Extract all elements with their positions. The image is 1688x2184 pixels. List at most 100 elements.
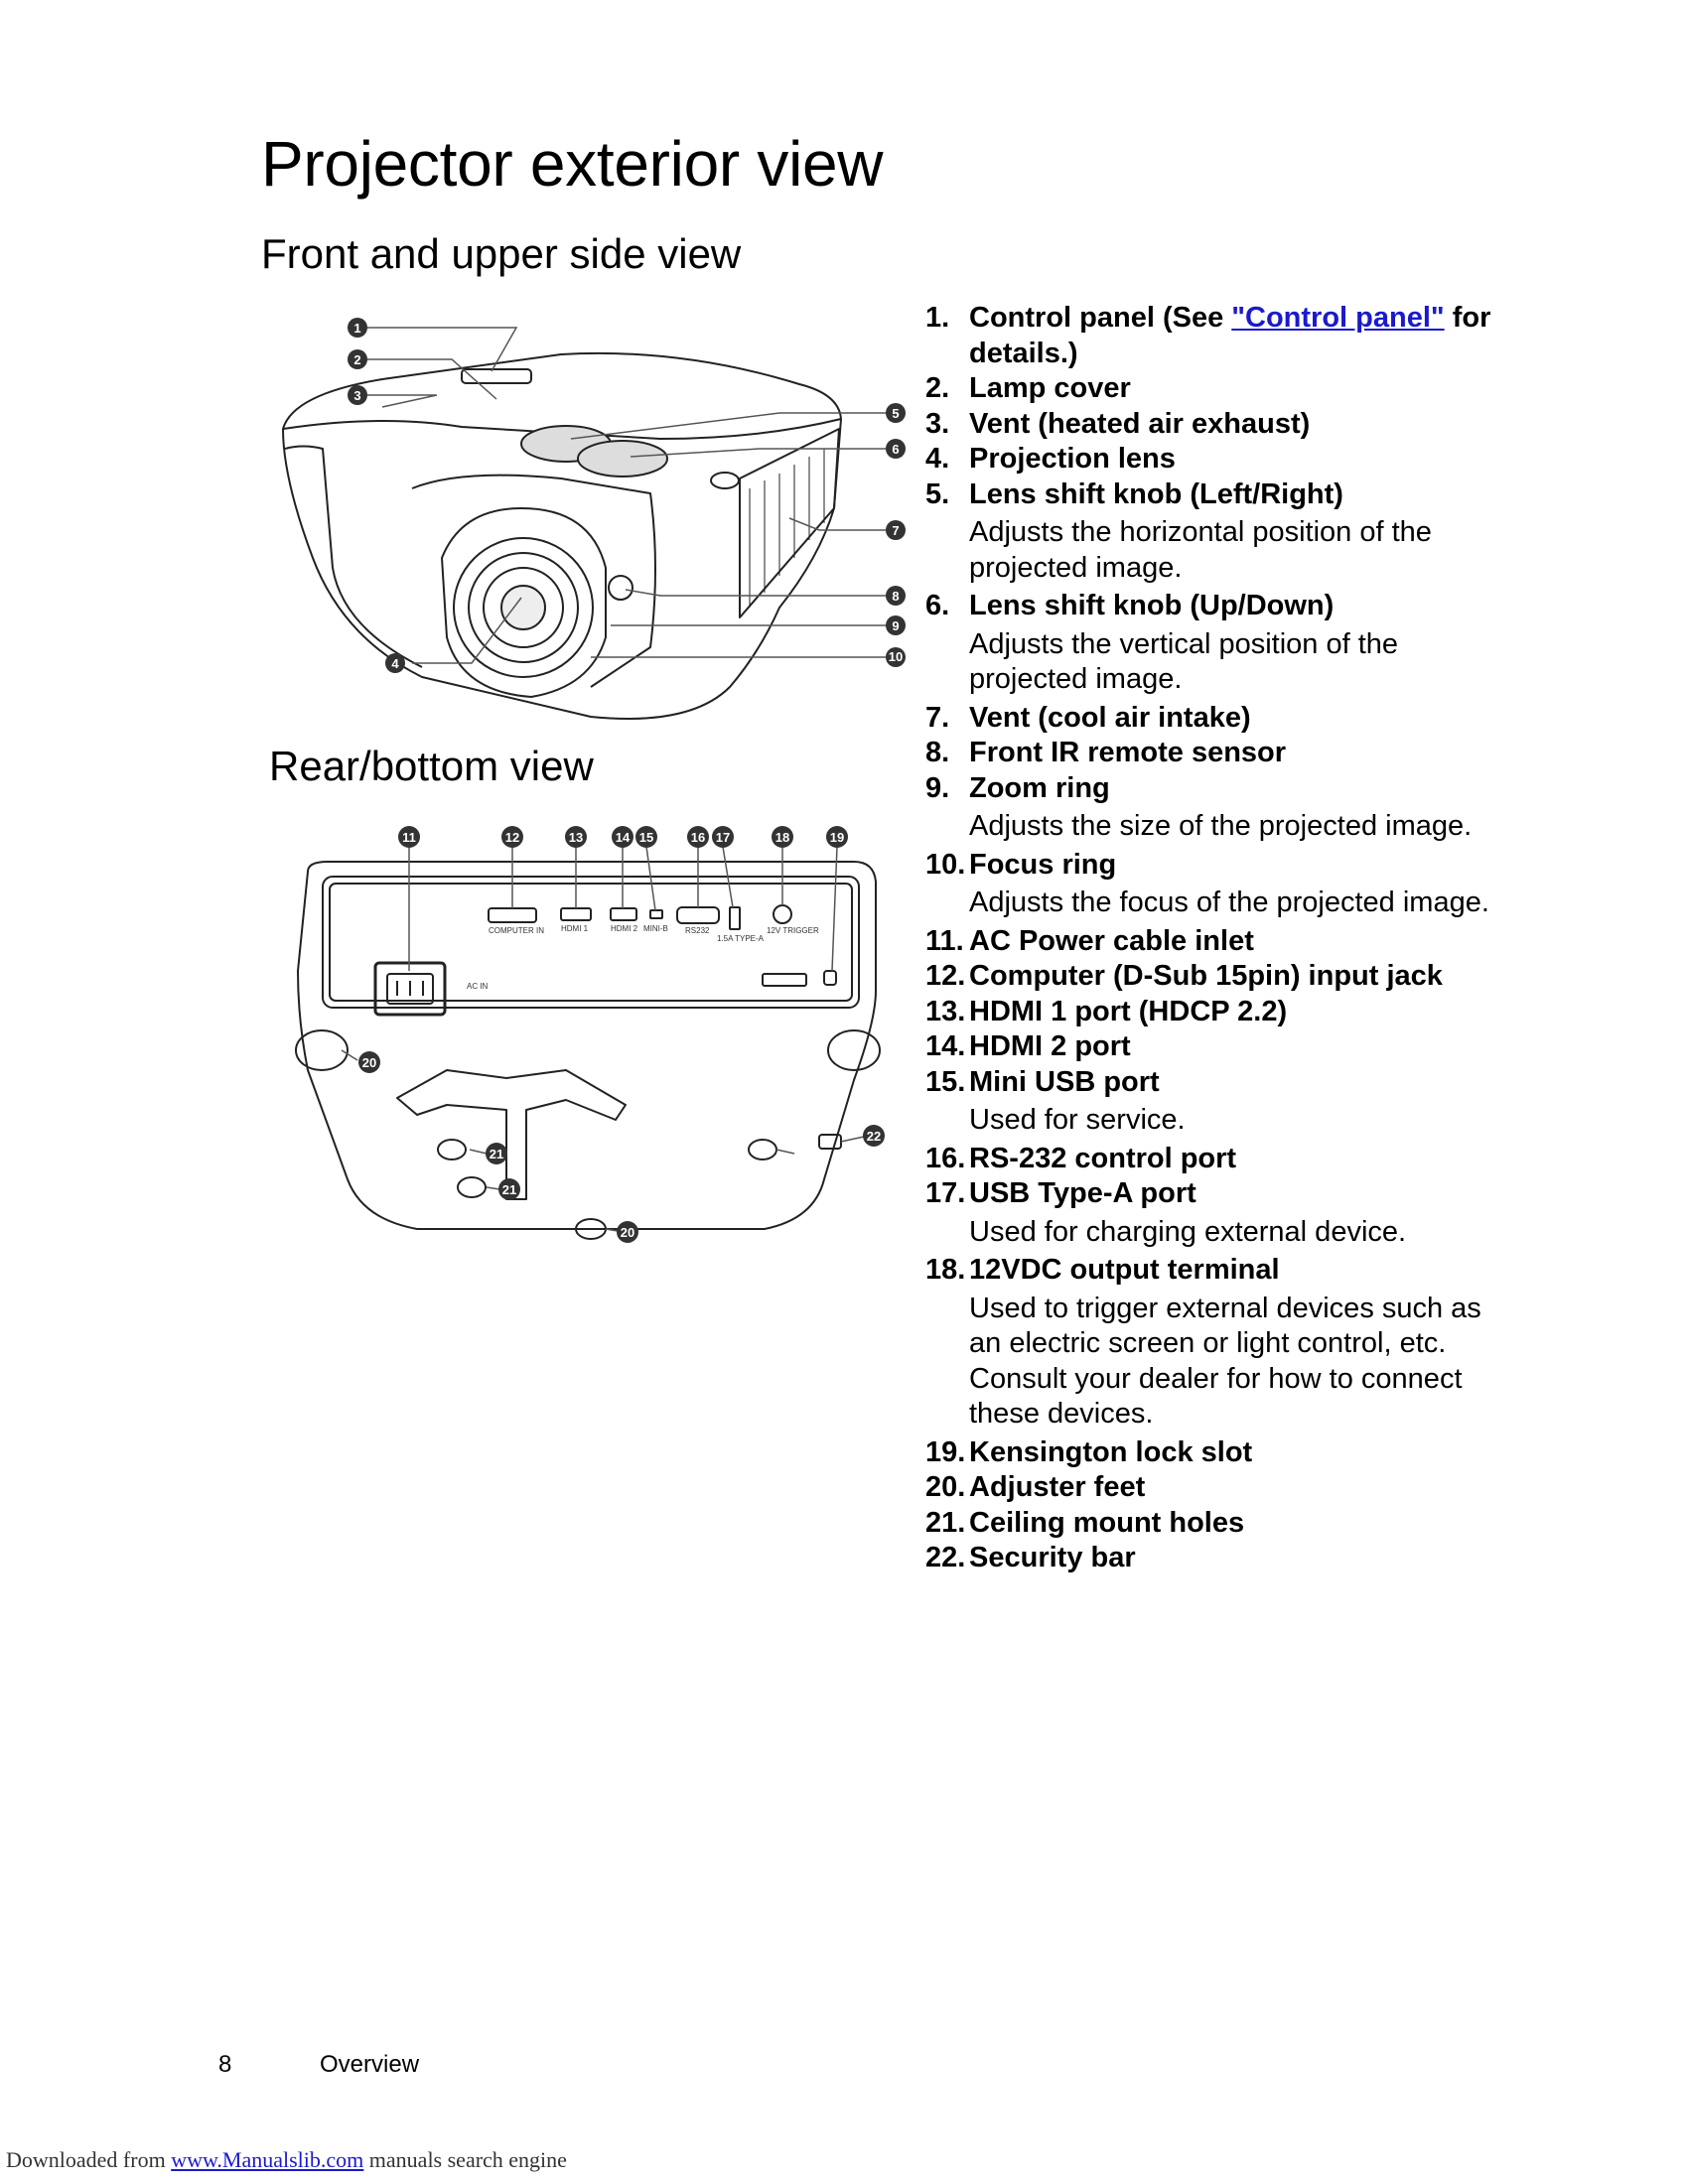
list-item: 14.HDMI 2 port <box>925 1029 1521 1065</box>
svg-text:21: 21 <box>490 1147 503 1161</box>
item-number: 5. <box>925 478 950 510</box>
svg-text:16: 16 <box>691 830 705 845</box>
item-title: Front IR remote sensor <box>969 737 1287 768</box>
item-number: 10. <box>925 848 966 881</box>
svg-text:12: 12 <box>505 830 519 845</box>
item-number: 19. <box>925 1435 966 1468</box>
port-label-trigger: 12V TRIGGER <box>767 926 819 935</box>
item-title: Focus ring <box>969 848 1117 881</box>
callout-18: 18 <box>772 826 793 848</box>
item-number: 1. <box>925 302 950 334</box>
list-item: 21.Ceiling mount holes <box>925 1506 1521 1542</box>
list-item: 11.AC Power cable inlet <box>925 924 1521 960</box>
callout-22: 22 <box>863 1125 885 1147</box>
item-number: 4. <box>925 443 950 475</box>
svg-text:13: 13 <box>569 830 583 845</box>
item-number: 16. <box>925 1142 966 1174</box>
svg-text:10: 10 <box>889 649 903 664</box>
item-number: 17. <box>925 1177 966 1209</box>
item-title: Vent (cool air intake) <box>969 701 1251 734</box>
list-item: 6. Lens shift knob (Up/Down) Adjusts the v… <box>925 589 1521 698</box>
svg-text:7: 7 <box>892 523 899 538</box>
item-title: Mini USB port <box>969 1065 1160 1098</box>
item-description: Adjusts the focus of the projected image… <box>969 887 1489 918</box>
callout-19: 19 <box>826 826 848 848</box>
list-item: 4. Projection lens <box>925 442 1521 478</box>
callout-20-bottom: 20 <box>617 1221 638 1243</box>
item-title: Lens shift knob (Up/Down) <box>969 590 1335 621</box>
list-item: 7. Vent (cool air intake) <box>925 701 1521 737</box>
list-item: 8. Front IR remote sensor <box>925 736 1521 771</box>
callout-6: 6 <box>886 439 906 459</box>
port-label-usb-mini: MINI-B <box>643 924 668 933</box>
callout-3: 3 <box>348 385 367 405</box>
front-view-illustration: 1 2 3 4 5 6 7 8 9 10 <box>282 318 906 720</box>
item-number: 11. <box>925 924 964 957</box>
item-title: AC Power cable inlet <box>969 924 1254 957</box>
list-item: 2. Lamp cover <box>925 371 1521 407</box>
callout-15: 15 <box>635 826 657 848</box>
rear-view-illustration: COMPUTER IN HDMI 1 HDMI 2 MINI-B RS232 1… <box>295 826 885 1243</box>
svg-text:8: 8 <box>892 589 899 604</box>
item-title: 12VDC output terminal <box>969 1254 1280 1286</box>
list-item: 1. Control panel (See "Control panel" fo… <box>925 301 1521 371</box>
download-prefix: Downloaded from <box>6 2147 172 2172</box>
item-description: Used for service. <box>969 1104 1186 1136</box>
port-label-hdmi2: HDMI 2 <box>611 924 638 933</box>
item-title: HDMI 2 port <box>969 1030 1131 1062</box>
item-title: Lamp cover <box>969 372 1131 404</box>
svg-text:4: 4 <box>391 656 399 671</box>
item-number: 9. <box>925 771 950 804</box>
item-title: Ceiling mount holes <box>969 1506 1245 1539</box>
item-description: Used for charging external device. <box>969 1215 1407 1248</box>
item-description: Used to trigger external devices such as… <box>969 1292 1481 1431</box>
list-item: 3.Vent (heated air exhaust) <box>925 407 1521 443</box>
list-item: 12.Computer (D-Sub 15pin) input jack <box>925 959 1521 995</box>
page-number: 8 <box>218 2051 232 2078</box>
control-panel-link[interactable]: "Control panel" <box>1231 302 1445 334</box>
item-description: Adjusts the vertical position of the pro… <box>969 627 1399 696</box>
manualslib-link[interactable]: www.Manualslib.com <box>171 2147 364 2172</box>
footer-section-name: Overview <box>320 2051 420 2078</box>
callout-14: 14 <box>612 826 633 848</box>
item-title: Computer (D-Sub 15pin) input jack <box>969 960 1443 992</box>
item-title: Projection lens <box>969 443 1176 475</box>
item-title: Kensington lock slot <box>969 1435 1253 1468</box>
item-number: 3. <box>925 407 950 440</box>
svg-text:3: 3 <box>353 388 360 403</box>
list-item: 22.Security bar <box>925 1541 1521 1576</box>
callout-17: 17 <box>712 826 734 848</box>
svg-text:20: 20 <box>362 1055 376 1070</box>
svg-text:5: 5 <box>892 406 899 421</box>
callout-10: 10 <box>886 647 906 667</box>
svg-text:6: 6 <box>892 442 899 457</box>
item-title: HDMI 1 port (HDCP 2.2) <box>969 995 1288 1027</box>
port-label-rs232: RS232 <box>685 926 710 935</box>
callout-13: 13 <box>565 826 587 848</box>
item-title: Control panel (See "Control panel" for d… <box>969 302 1491 369</box>
download-suffix: manuals search engine <box>363 2147 567 2172</box>
callout-11: 11 <box>398 826 420 848</box>
front-view-heading: Front and upper side view <box>261 230 742 277</box>
svg-text:11: 11 <box>402 830 416 845</box>
item-number: 21. <box>925 1506 966 1539</box>
callout-5: 5 <box>886 403 906 423</box>
item-number: 8. <box>925 737 950 768</box>
item-description: Adjusts the size of the projected image. <box>969 810 1473 842</box>
svg-text:19: 19 <box>830 830 844 845</box>
callout-2: 2 <box>348 349 367 369</box>
rear-callouts: 11 12 13 14 15 16 17 18 19 20 21 21 22 2… <box>358 826 885 1243</box>
callout-1: 1 <box>348 318 367 338</box>
item-number: 6. <box>925 590 950 621</box>
port-label-usb-a: 1.5A TYPE-A <box>717 934 765 943</box>
item-number: 7. <box>925 701 950 734</box>
list-item: 19.Kensington lock slot <box>925 1435 1521 1471</box>
item-title: Lens shift knob (Left/Right) <box>969 478 1343 510</box>
svg-text:20: 20 <box>621 1225 634 1240</box>
svg-text:14: 14 <box>616 830 631 845</box>
item-number: 2. <box>925 372 950 404</box>
callout-8: 8 <box>886 586 906 606</box>
item-number: 12. <box>925 960 966 992</box>
